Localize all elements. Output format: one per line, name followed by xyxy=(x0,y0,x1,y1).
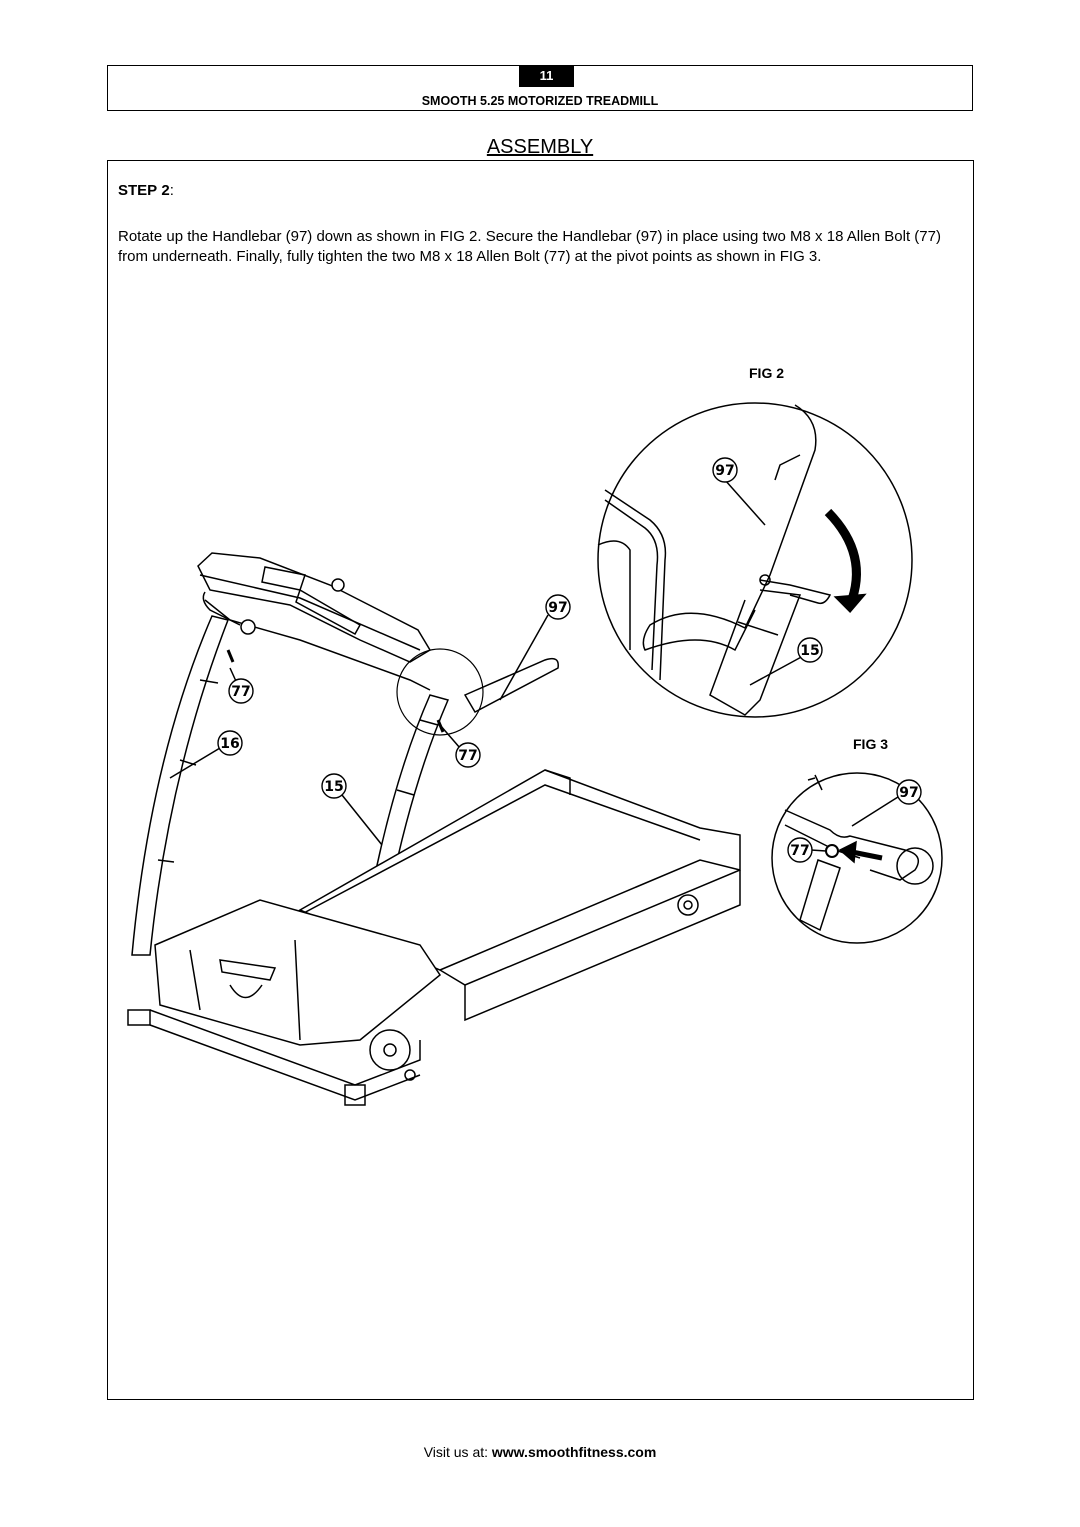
callout-15-main xyxy=(321,773,347,799)
callout-97-main xyxy=(545,594,571,620)
content-frame xyxy=(107,160,974,1400)
callout-97-fig2 xyxy=(712,457,738,483)
page-number: 11 xyxy=(519,65,574,87)
callout-77-left xyxy=(228,678,254,704)
step-number: 2 xyxy=(161,182,170,199)
callout-77-left-text: 77 xyxy=(231,684,250,700)
callout-97-fig3 xyxy=(896,779,922,805)
step-label: STEP xyxy=(118,182,158,199)
step-heading: STEP 2: xyxy=(118,182,174,199)
fig2-label: FIG 2 xyxy=(749,365,785,381)
callout-97-fig3-text: 97 xyxy=(899,785,918,801)
footer-url-link[interactable]: www.smoothfitness.com xyxy=(491,1444,657,1460)
fig3-detail xyxy=(771,772,943,944)
callout-16 xyxy=(217,730,243,756)
callout-77-fig3-text: 77 xyxy=(790,843,809,859)
callout-15-fig2 xyxy=(797,637,823,663)
fig3-label: FIG 3 xyxy=(853,736,889,752)
callout-15-fig2-text: 15 xyxy=(800,643,819,659)
footer: Visit us at: www.smoothfitness.com xyxy=(0,1444,1080,1460)
callout-16-text: 16 xyxy=(220,736,239,752)
callout-77-right-text: 77 xyxy=(458,748,477,764)
section-title: ASSEMBLY xyxy=(486,136,594,158)
callout-77-right xyxy=(455,742,481,768)
callouts xyxy=(217,457,922,863)
footer-prefix: Visit us at: xyxy=(423,1444,492,1460)
document-title: SMOOTH 5.25 MOTORIZED TREADMILL xyxy=(421,94,659,108)
callout-97-main-text: 97 xyxy=(548,600,567,616)
callout-77-fig3 xyxy=(787,837,813,863)
step-instructions: Rotate up the Handlebar (97) down as sho… xyxy=(118,228,941,265)
treadmill-drawing xyxy=(127,552,741,1106)
callout-15-main-text: 15 xyxy=(324,779,343,795)
callout-97-fig2-text: 97 xyxy=(715,463,734,479)
fig2-detail xyxy=(597,402,913,718)
